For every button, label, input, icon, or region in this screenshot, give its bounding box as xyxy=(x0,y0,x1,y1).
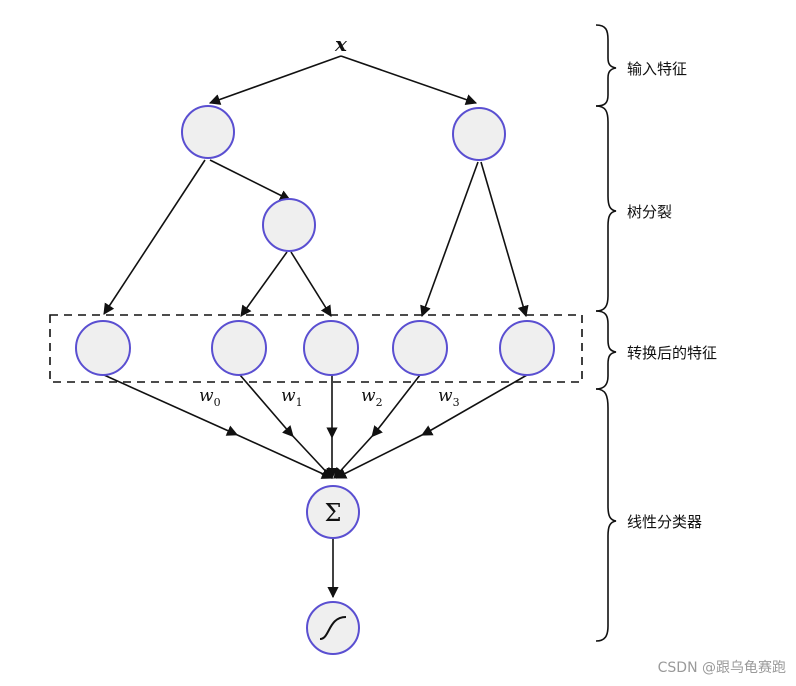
brace-transformed xyxy=(595,310,617,390)
edge-rroot-leaf4 xyxy=(420,161,479,318)
edge-leaf5-sum xyxy=(334,374,528,479)
brace-linear xyxy=(595,388,617,642)
edge-leaf1-sum xyxy=(103,374,334,479)
edge-lroot-leaf1 xyxy=(103,159,206,315)
leaf-node-4 xyxy=(392,320,448,376)
leaf-node-2 xyxy=(211,320,267,376)
edge-rroot-leaf5 xyxy=(480,161,529,318)
sum-symbol: Σ xyxy=(325,499,342,527)
watermark: CSDN @跟乌龟赛跑 xyxy=(658,660,786,676)
sum-node xyxy=(306,485,360,539)
edge-leaf2-sum xyxy=(239,374,333,479)
edge-leaf4-sum xyxy=(333,374,421,479)
tree1-root-node xyxy=(181,105,235,159)
transformed-features-box xyxy=(49,314,583,383)
input-x-label: x xyxy=(334,32,348,56)
edge-x-right-root xyxy=(340,55,478,105)
weight-w2: w2 xyxy=(361,386,383,409)
layer-label-linear: 线性分类器 xyxy=(627,513,702,531)
weight-w3: w3 xyxy=(438,386,460,409)
weight-w0: w0 xyxy=(199,386,221,409)
sigmoid-icon xyxy=(319,616,347,640)
layer-label-tree-split: 树分裂 xyxy=(627,203,672,221)
edge-lroot-inner xyxy=(209,159,292,201)
layer-label-input: 输入特征 xyxy=(627,60,687,78)
tree1-inner-node xyxy=(262,198,316,252)
brace-input xyxy=(595,24,617,107)
sigmoid-node xyxy=(306,601,360,655)
edge-inner-leaf3 xyxy=(290,251,332,317)
tree2-root-node xyxy=(452,107,506,161)
leaf-node-5 xyxy=(499,320,555,376)
edge-x-left-root xyxy=(208,55,342,105)
weight-w1: w1 xyxy=(281,386,303,409)
layer-label-transformed: 转换后的特征 xyxy=(627,344,717,362)
leaf-node-1 xyxy=(75,320,131,376)
leaf-node-3 xyxy=(303,320,359,376)
brace-tree-split xyxy=(595,105,617,312)
edge-inner-leaf2 xyxy=(240,251,288,317)
